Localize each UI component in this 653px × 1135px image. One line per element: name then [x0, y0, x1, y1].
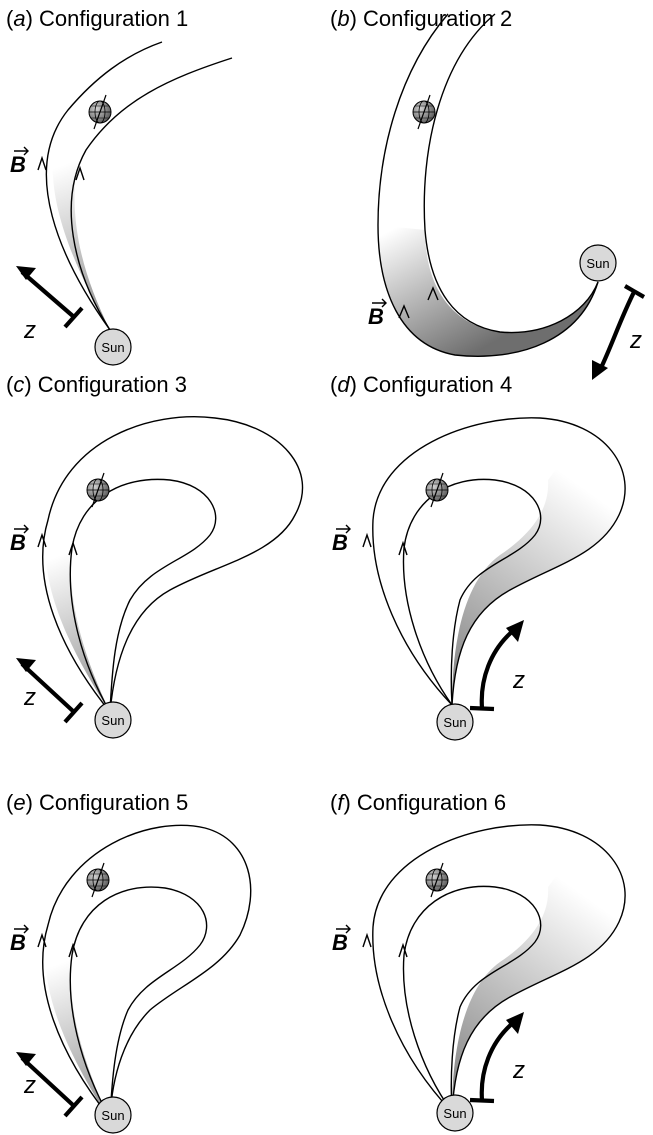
z-arrow [600, 292, 634, 370]
z-arrow [482, 630, 514, 708]
earth-icon [87, 473, 109, 507]
panel-d: (d) Configuration 4 B z Sun [330, 372, 625, 740]
panel-f-label: (f) Configuration 6 [330, 790, 506, 815]
panel-b: (b) Configuration 2 B z Sun [330, 6, 644, 380]
z-arrowhead-icon [506, 1012, 524, 1034]
shaded-flux-tube [45, 520, 110, 712]
z-label: z [23, 317, 36, 344]
z-label: z [23, 684, 36, 711]
z-arrow-end-bar [470, 708, 494, 709]
shaded-flux-tube [452, 845, 623, 1112]
earth-icon [87, 863, 109, 897]
earth-icon [426, 863, 448, 897]
inner-field-line [70, 479, 215, 712]
outer-field-line [43, 417, 303, 712]
sun-label: Sun [586, 256, 609, 271]
panel-d-label: (d) Configuration 4 [330, 372, 512, 397]
panel-e: (e) Configuration 5 B z Sun [6, 790, 251, 1133]
z-arrowhead-icon [592, 360, 608, 380]
z-arrowhead-icon [16, 1052, 36, 1066]
field-label: B [332, 930, 348, 955]
field-arrow [363, 935, 371, 947]
shaded-flux-tube [452, 438, 623, 705]
z-arrow [22, 272, 74, 317]
z-label: z [512, 667, 525, 694]
earth-icon [413, 95, 435, 129]
field-label: B [368, 304, 384, 329]
field-label: B [10, 930, 26, 955]
panel-a-label: (a) Configuration 1 [6, 6, 188, 31]
earth-icon [426, 473, 448, 507]
z-arrow-end-bar [470, 1100, 494, 1101]
outer-field-line [43, 825, 251, 1118]
sun-label: Sun [443, 715, 466, 730]
sun-label: Sun [443, 1106, 466, 1121]
inner-field-line [71, 58, 232, 330]
z-label: z [629, 327, 642, 354]
field-label: B [332, 530, 348, 555]
inner-field-line [424, 14, 598, 332]
z-arrowhead-icon [506, 620, 524, 642]
field-arrow [38, 158, 46, 170]
shaded-flux-tube [53, 110, 110, 330]
shaded-flux-tube [378, 225, 598, 356]
panel-c-label: (c) Configuration 3 [6, 372, 187, 397]
field-arrow [363, 535, 371, 547]
panel-f: (f) Configuration 6 B z Sun [330, 790, 625, 1131]
panel-b-label: (b) Configuration 2 [330, 6, 512, 31]
sun-label: Sun [101, 340, 124, 355]
panel-c: (c) Configuration 3 B z Sun [6, 372, 303, 738]
field-label: B [10, 152, 26, 177]
panel-a: (a) Configuration 1 B z Sun [6, 6, 232, 365]
sun-label: Sun [101, 713, 124, 728]
sun-label: Sun [101, 1108, 124, 1123]
panel-e-label: (e) Configuration 5 [6, 790, 188, 815]
z-arrowhead-icon [16, 266, 36, 280]
z-arrowhead-icon [16, 658, 36, 672]
z-arrow [482, 1022, 514, 1100]
z-label: z [512, 1057, 525, 1084]
field-label: B [10, 530, 26, 555]
z-label: z [23, 1072, 36, 1099]
